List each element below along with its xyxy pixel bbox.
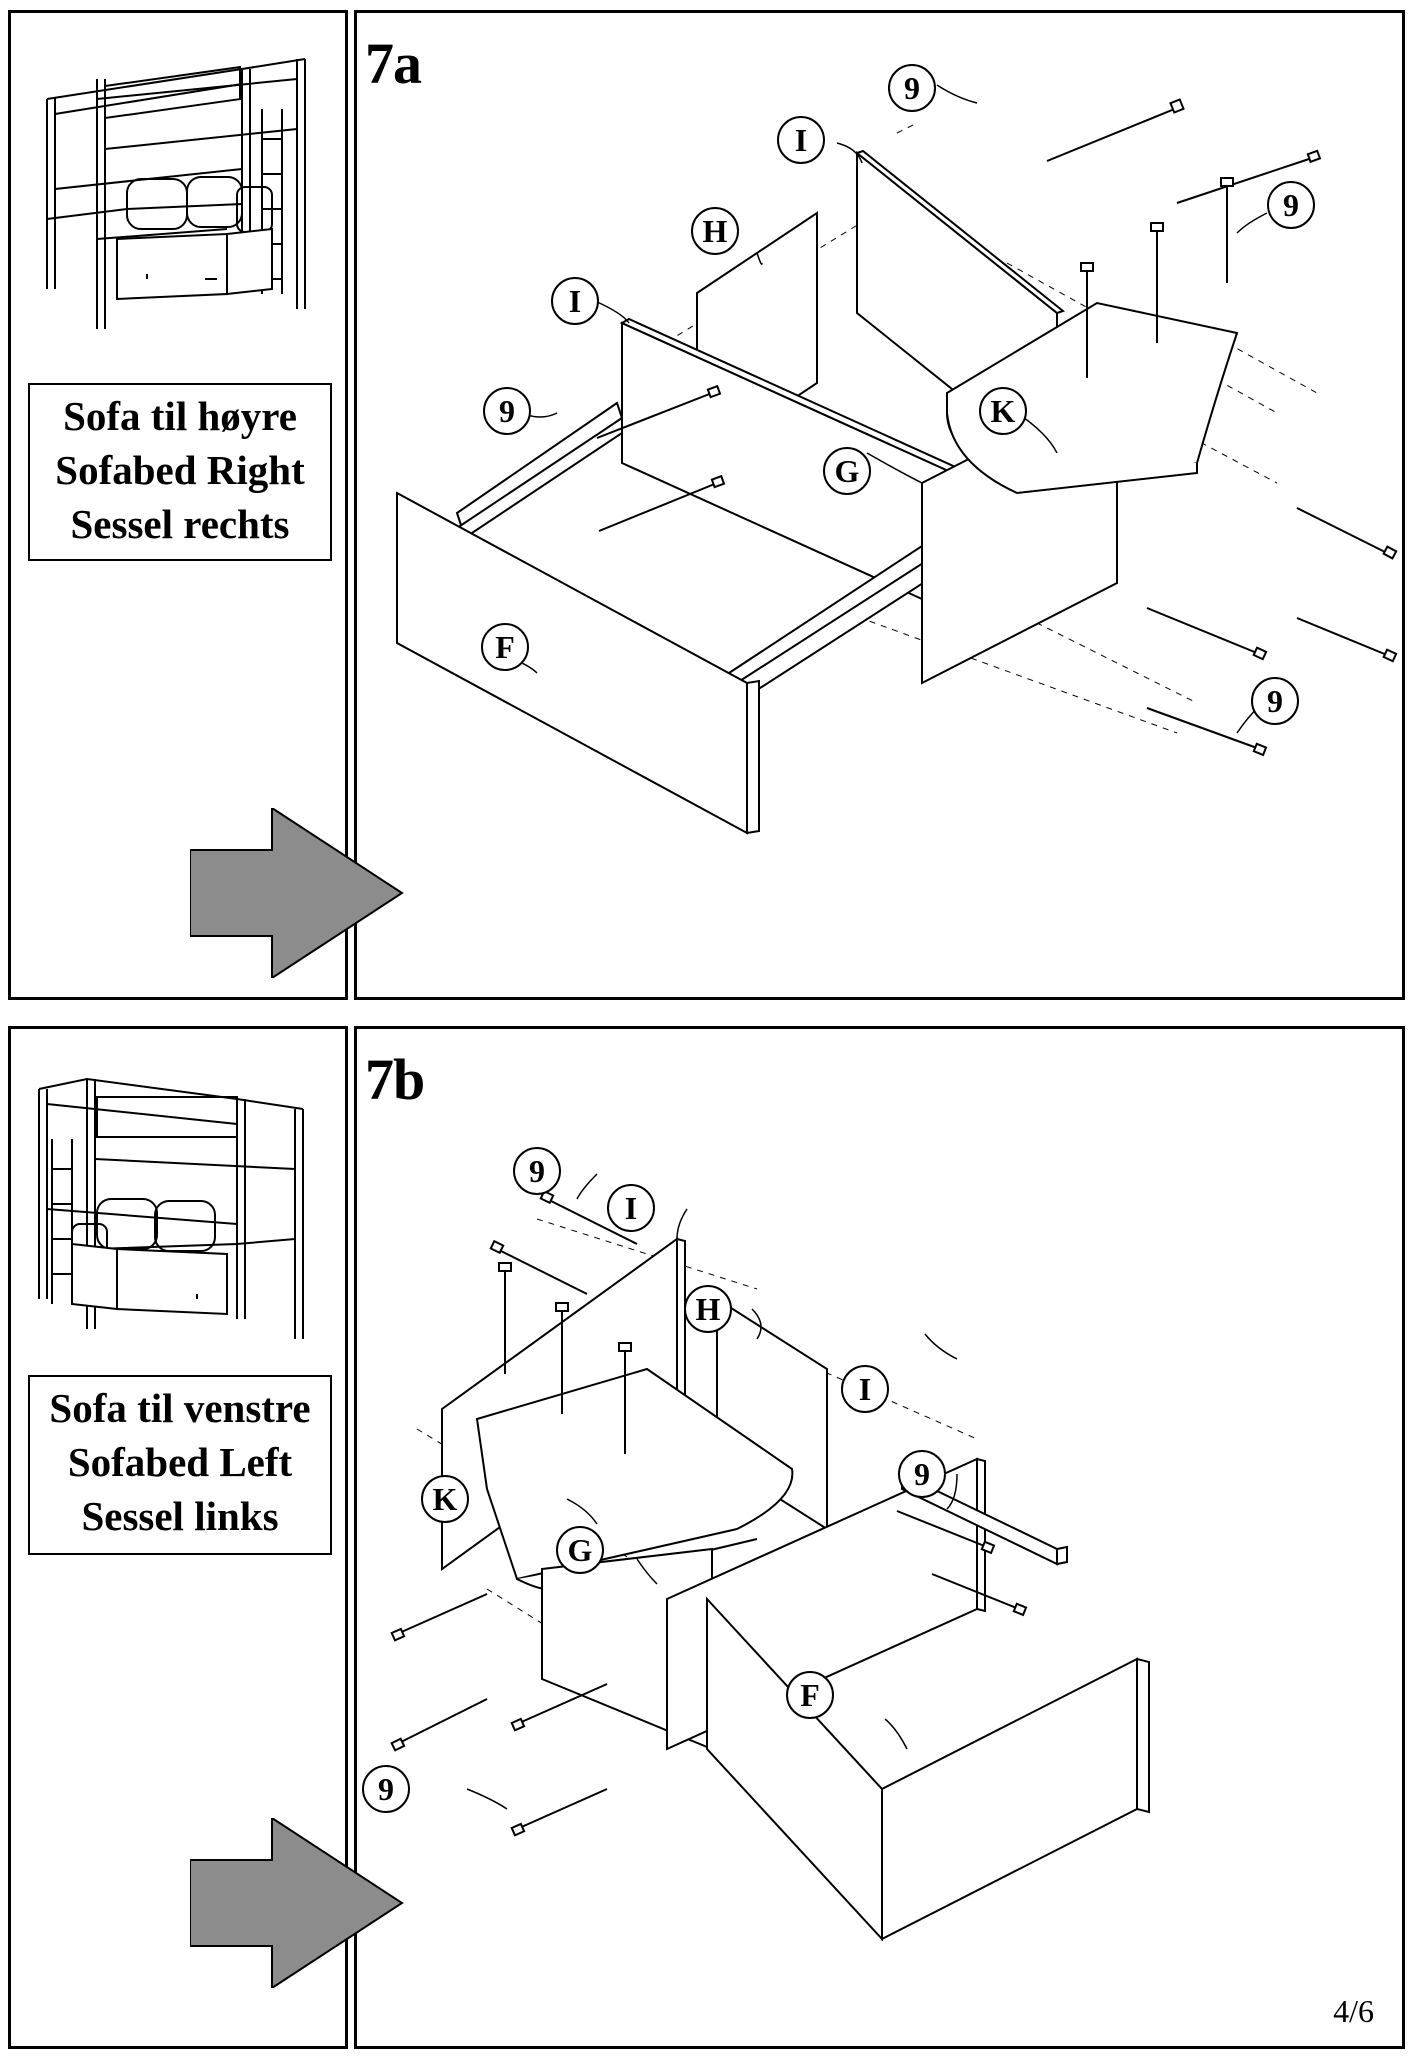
label-line-english: Sofabed Right	[55, 447, 305, 493]
label-line-norwegian: Sofa til venstre	[49, 1385, 311, 1431]
assembly-diagram-7a: I H I 9 K G F 9 9 9	[396, 64, 1398, 835]
step-7b-panel: 7b	[354, 1026, 1405, 2049]
bunk-bed-sofa-left-thumbnail	[38, 1077, 304, 1339]
step-number-7b: 7b	[365, 1047, 425, 1112]
part-label-circle	[777, 116, 825, 164]
part-label-screw-9: 9	[378, 1771, 394, 1807]
part-label-circle	[1267, 181, 1315, 229]
part-label-screw-9: 9	[904, 70, 920, 106]
step-number-7a: 7a	[365, 31, 422, 96]
label-line-german: Sessel rechts	[70, 501, 290, 547]
part-label-F: F	[800, 1677, 820, 1713]
part-label-I: I	[859, 1371, 871, 1407]
part-label-K: K	[991, 393, 1016, 429]
part-label-circle	[786, 1671, 834, 1719]
part-label-circle	[483, 387, 531, 435]
next-step-arrow-icon	[190, 1818, 404, 1988]
part-label-H: H	[696, 1291, 721, 1327]
next-step-arrow-icon	[190, 808, 404, 978]
part-label-I: I	[795, 122, 807, 158]
part-label-screw-9: 9	[914, 1456, 930, 1492]
part-label-I: I	[569, 283, 581, 319]
part-label-I: I	[625, 1190, 637, 1226]
part-label-circle	[607, 1184, 655, 1232]
model-label-7b: Sofa til venstre Sofabed Left Sessel lin…	[28, 1375, 332, 1555]
sidebar-step-7a: Sofa til høyre Sofabed Right Sessel rech…	[8, 10, 348, 1000]
part-label-circle	[362, 1765, 410, 1813]
part-label-circle	[691, 207, 739, 255]
part-label-H: H	[703, 213, 728, 249]
step-7a-panel: 7a	[354, 10, 1405, 1000]
label-line-english: Sofabed Left	[67, 1439, 293, 1485]
part-label-K: K	[433, 1481, 458, 1517]
model-label-7a: Sofa til høyre Sofabed Right Sessel rech…	[28, 383, 332, 561]
label-line-german: Sessel links	[81, 1493, 279, 1539]
part-label-G: G	[835, 453, 860, 489]
part-label-screw-9: 9	[499, 393, 515, 429]
part-label-F: F	[495, 629, 515, 665]
part-label-circle	[888, 64, 936, 112]
part-label-circle	[556, 1526, 604, 1574]
part-label-circle	[684, 1285, 732, 1333]
part-label-circle	[513, 1147, 561, 1195]
part-label-circle	[1251, 677, 1299, 725]
part-label-screw-9: 9	[1283, 187, 1299, 223]
bunk-bed-sofa-right-thumbnail	[46, 58, 306, 329]
part-label-circle	[421, 1475, 469, 1523]
part-label-G: G	[568, 1532, 593, 1568]
part-label-screw-9: 9	[529, 1153, 545, 1189]
part-label-screw-9: 9	[1267, 683, 1283, 719]
label-line-norwegian: Sofa til høyre	[63, 393, 297, 439]
page-number: 4/6	[1333, 1993, 1374, 2029]
part-label-circle	[979, 387, 1027, 435]
part-label-circle	[481, 623, 529, 671]
part-label-circle	[898, 1450, 946, 1498]
part-label-circle	[551, 277, 599, 325]
part-label-circle	[823, 447, 871, 495]
assembly-diagram-7b: 9 I H I 9 K G F 9	[362, 1147, 1150, 1942]
part-label-circle	[841, 1365, 889, 1413]
